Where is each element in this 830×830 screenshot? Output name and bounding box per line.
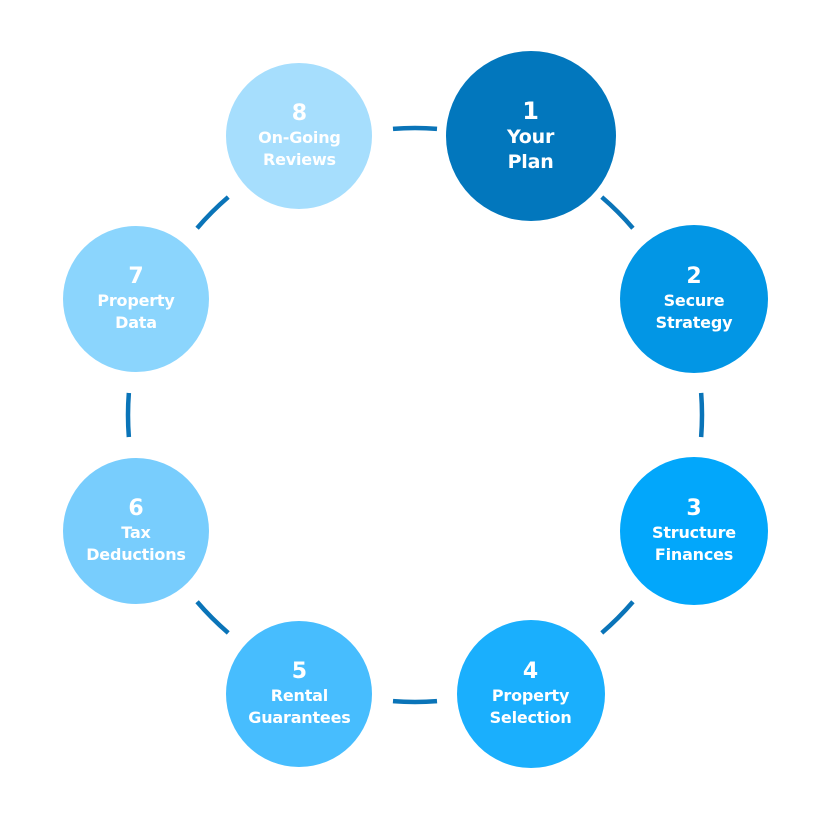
- connector-arc: [698, 392, 705, 438]
- step-6-tax-deductions: 6 Tax Deductions: [62, 457, 209, 604]
- step-5-rental-guarantees: 5 Rental Guarantees: [226, 621, 373, 767]
- step-label-line1: Tax: [121, 522, 151, 542]
- connector-arc: [392, 125, 438, 132]
- connector-arc: [125, 392, 132, 438]
- step-label-line1: Your: [506, 125, 555, 148]
- connector-arc: [600, 195, 635, 230]
- connector-arc: [600, 600, 635, 635]
- step-label-line2: Deductions: [86, 544, 186, 564]
- step-label-line2: Selection: [489, 708, 572, 727]
- step-number: 5: [291, 659, 308, 684]
- step-label-line2: Strategy: [655, 313, 733, 333]
- step-label-line1: Property: [97, 291, 175, 311]
- step-label-line2: Data: [115, 313, 157, 333]
- step-number: 8: [291, 100, 308, 126]
- connector-arc: [392, 698, 438, 705]
- step-label-line2: Plan: [507, 150, 554, 173]
- connector-arc: [195, 195, 230, 230]
- step-7-property-data: 7 Property Data: [62, 226, 209, 373]
- step-8-on-going-reviews: 8 On-Going Reviews: [226, 62, 373, 209]
- step-label-line2: Guarantees: [248, 708, 351, 727]
- step-2-secure-strategy: 2 Secure Strategy: [620, 225, 768, 374]
- step-label-line1: Secure: [663, 291, 725, 311]
- step-number: 7: [128, 264, 144, 290]
- step-1-your-plan: 1 Your Plan: [445, 50, 616, 221]
- step-label-line1: On-Going: [258, 127, 341, 147]
- step-label-line1: Rental: [270, 686, 329, 705]
- step-number: 4: [522, 659, 539, 684]
- step-label-line1: Property: [491, 686, 570, 705]
- step-number: 6: [128, 495, 144, 521]
- connector-arc: [195, 600, 230, 635]
- step-label-line2: Finances: [654, 544, 734, 564]
- step-3-structure-finances: 3 Structure Finances: [620, 456, 768, 605]
- step-4-property-selection: 4 Property Selection: [456, 620, 605, 768]
- step-label-line2: Reviews: [263, 149, 336, 169]
- step-label-line1: Structure: [652, 522, 736, 542]
- step-number: 2: [686, 264, 702, 290]
- step-number: 1: [522, 96, 539, 125]
- step-number: 3: [686, 495, 702, 521]
